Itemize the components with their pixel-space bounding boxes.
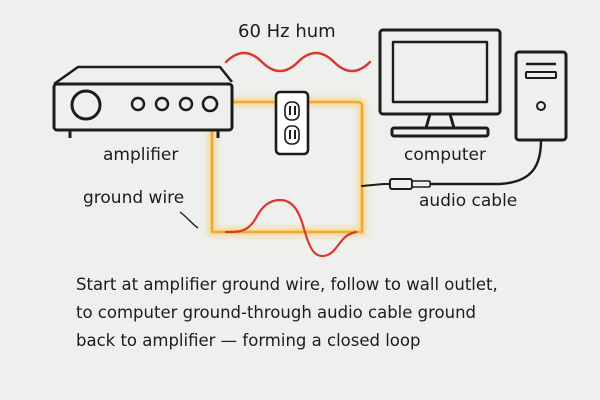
amplifier-icon xyxy=(52,65,234,138)
computer-label: computer xyxy=(404,145,486,165)
audio-cable-label: audio cable xyxy=(419,191,518,211)
caption-line-2: to computer ground-through audio cable g… xyxy=(76,303,477,322)
caption: Start at amplifier ground wire, follow t… xyxy=(76,271,576,355)
audio-cable xyxy=(361,138,543,187)
computer-monitor-icon xyxy=(378,28,502,138)
audio-plug-icon xyxy=(384,178,431,190)
hum-wave xyxy=(224,51,372,73)
amplifier-label: amplifier xyxy=(103,145,179,165)
wall-outlet-icon xyxy=(274,90,310,156)
caption-line-1: Start at amplifier ground wire, follow t… xyxy=(76,275,498,294)
loop-hum-wave xyxy=(224,198,358,258)
ground-wire-leader xyxy=(179,211,199,229)
computer-tower-icon xyxy=(514,50,568,142)
hum-label: 60 Hz hum xyxy=(238,21,336,42)
ground-wire-label: ground wire xyxy=(83,188,185,208)
caption-line-3: back to amplifier — forming a closed loo… xyxy=(76,331,421,350)
